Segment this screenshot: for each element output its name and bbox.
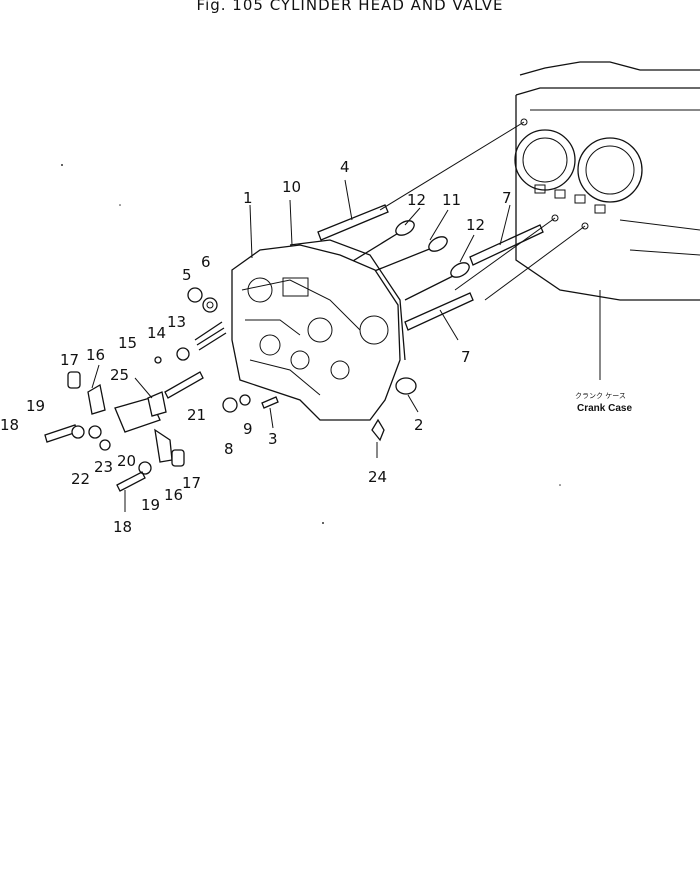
callout-20: 20	[117, 452, 136, 470]
callout-1: 1	[243, 189, 253, 207]
callout-2: 2	[414, 416, 424, 434]
small-parts	[154, 287, 417, 442]
callout-6: 6	[201, 253, 211, 271]
callout-labels: 1 2 3 4 5 6 7 7 8 9 10 11 12 12 13 14 15…	[0, 158, 632, 536]
callout-18a: 18	[0, 416, 19, 434]
crank-case	[514, 61, 700, 301]
callout-16a: 16	[86, 346, 105, 364]
callout-19a: 19	[26, 397, 45, 415]
callout-17a: 17	[60, 351, 79, 369]
callout-7b: 7	[461, 348, 471, 366]
callout-7a: 7	[502, 189, 512, 207]
callout-17b: 17	[182, 474, 201, 492]
callout-12a: 12	[407, 191, 426, 209]
callout-11: 11	[442, 191, 461, 209]
callout-25: 25	[110, 366, 129, 384]
callout-13: 13	[167, 313, 186, 331]
callout-18b: 18	[113, 518, 132, 536]
callout-22: 22	[71, 470, 90, 488]
figure-title: Fig. 105 CYLINDER HEAD AND VALVE	[196, 0, 504, 14]
callout-24: 24	[368, 468, 387, 486]
callout-19b: 19	[141, 496, 160, 514]
callout-12b: 12	[466, 216, 485, 234]
callout-23: 23	[94, 458, 113, 476]
leader-lines	[91, 179, 511, 458]
callout-15: 15	[118, 334, 137, 352]
callout-21: 21	[187, 406, 206, 424]
callout-16b: 16	[164, 486, 183, 504]
stud-bolts	[317, 121, 601, 380]
rocker-assembly	[44, 371, 185, 512]
crank-case-label-jp: クランク ケース	[575, 392, 626, 400]
scan-specks	[61, 164, 561, 524]
callout-5: 5	[182, 266, 192, 284]
callout-10: 10	[282, 178, 301, 196]
crank-case-label-en: Crank Case	[577, 403, 632, 414]
callout-14: 14	[147, 324, 166, 342]
callout-3: 3	[268, 430, 278, 448]
cylinder-head	[231, 239, 406, 421]
callout-9: 9	[243, 420, 253, 438]
callout-4: 4	[340, 158, 350, 176]
callout-8: 8	[224, 440, 234, 458]
